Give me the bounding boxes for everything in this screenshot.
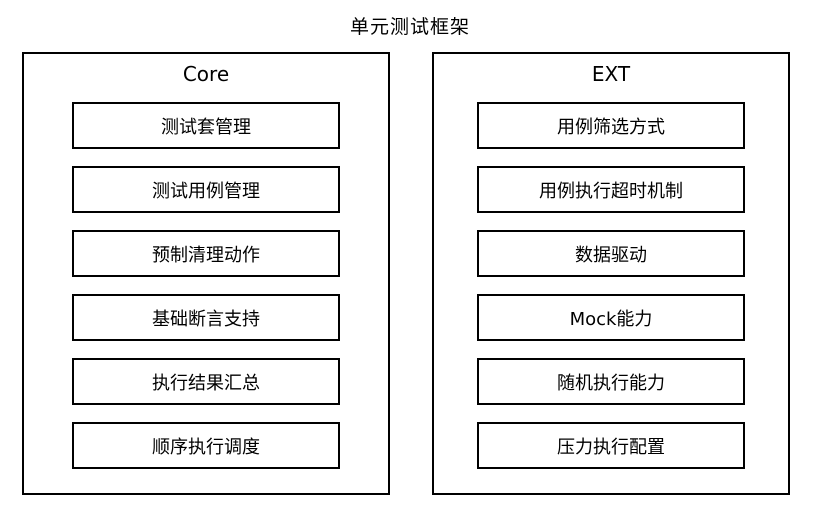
core-box-sequential-execution-scheduling: 顺序执行调度 [72,422,340,469]
ext-box-case-filtering-method: 用例筛选方式 [477,102,745,149]
core-box-execution-result-summary: 执行结果汇总 [72,358,340,405]
core-box-setup-teardown-actions: 预制清理动作 [72,230,340,277]
core-panel: Core 测试套管理 测试用例管理 预制清理动作 基础断言支持 执行结果汇总 顺… [22,52,390,495]
ext-box-mock-capability: Mock能力 [477,294,745,341]
page-title: 单元测试框架 [349,16,470,38]
ext-box-case-execution-timeout: 用例执行超时机制 [477,166,745,213]
core-box-test-case-management: 测试用例管理 [72,166,340,213]
core-box-test-suite-management: 测试套管理 [72,102,340,149]
core-panel-title: Core [182,62,230,86]
ext-box-random-execution-capability: 随机执行能力 [477,358,745,405]
core-box-basic-assertion-support: 基础断言支持 [72,294,340,341]
ext-panel-title: EXT [591,62,631,86]
ext-box-data-driven: 数据驱动 [477,230,745,277]
ext-panel: EXT 用例筛选方式 用例执行超时机制 数据驱动 Mock能力 随机执行能力 压… [432,52,790,495]
ext-box-stress-execution-config: 压力执行配置 [477,422,745,469]
